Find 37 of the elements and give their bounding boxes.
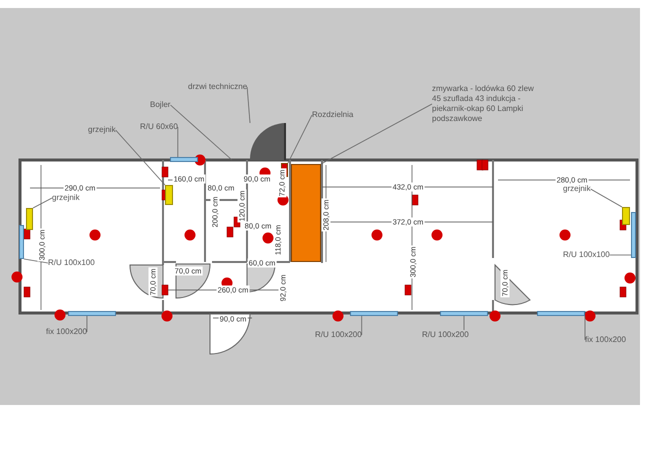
callout-text: R/U 100x200 bbox=[315, 330, 362, 340]
callout-text: fix 100x200 bbox=[46, 327, 87, 337]
callout-text: grzejnik bbox=[88, 125, 116, 135]
kitchen-counter bbox=[291, 164, 321, 262]
window bbox=[19, 225, 24, 259]
leader-line bbox=[32, 198, 52, 208]
callout-text: grzejnik bbox=[563, 184, 591, 194]
window bbox=[631, 212, 636, 258]
leader-line bbox=[170, 104, 232, 160]
callout-text: R/U 100x100 bbox=[48, 258, 95, 268]
leader-line bbox=[115, 130, 166, 186]
callout-text: R/U 60x60 bbox=[140, 122, 178, 132]
callout-text: zmywarka - lodówka 60 zlew 45 szuflada 43 indukcja -piekarnik-okap 60 Lampki podszawkowe bbox=[432, 84, 542, 124]
leader-line bbox=[584, 316, 586, 340]
radiator bbox=[26, 208, 33, 230]
callout-text: Rozdzielnia bbox=[312, 110, 354, 120]
leader-line bbox=[288, 114, 312, 164]
window bbox=[440, 311, 488, 316]
leader-line bbox=[24, 258, 48, 264]
callout-text: R/U 100x100 bbox=[563, 250, 610, 260]
window bbox=[537, 311, 585, 316]
callout-text: R/U 100x200 bbox=[422, 330, 469, 340]
leader-line bbox=[246, 86, 250, 124]
callout-text: grzejnik bbox=[52, 193, 80, 203]
radiator bbox=[622, 207, 630, 225]
leader-line bbox=[609, 254, 632, 256]
callout-text: Bojler bbox=[150, 100, 170, 110]
callout-text: drzwi techniczne bbox=[188, 82, 248, 92]
leader-line bbox=[177, 126, 178, 158]
leader-line bbox=[320, 104, 432, 164]
leader-line bbox=[361, 316, 362, 336]
window bbox=[68, 311, 116, 316]
callout-text: fix 100x200 bbox=[585, 335, 626, 345]
leader-line bbox=[86, 316, 88, 332]
radiator bbox=[165, 185, 173, 205]
window bbox=[350, 311, 398, 316]
window bbox=[170, 157, 198, 162]
